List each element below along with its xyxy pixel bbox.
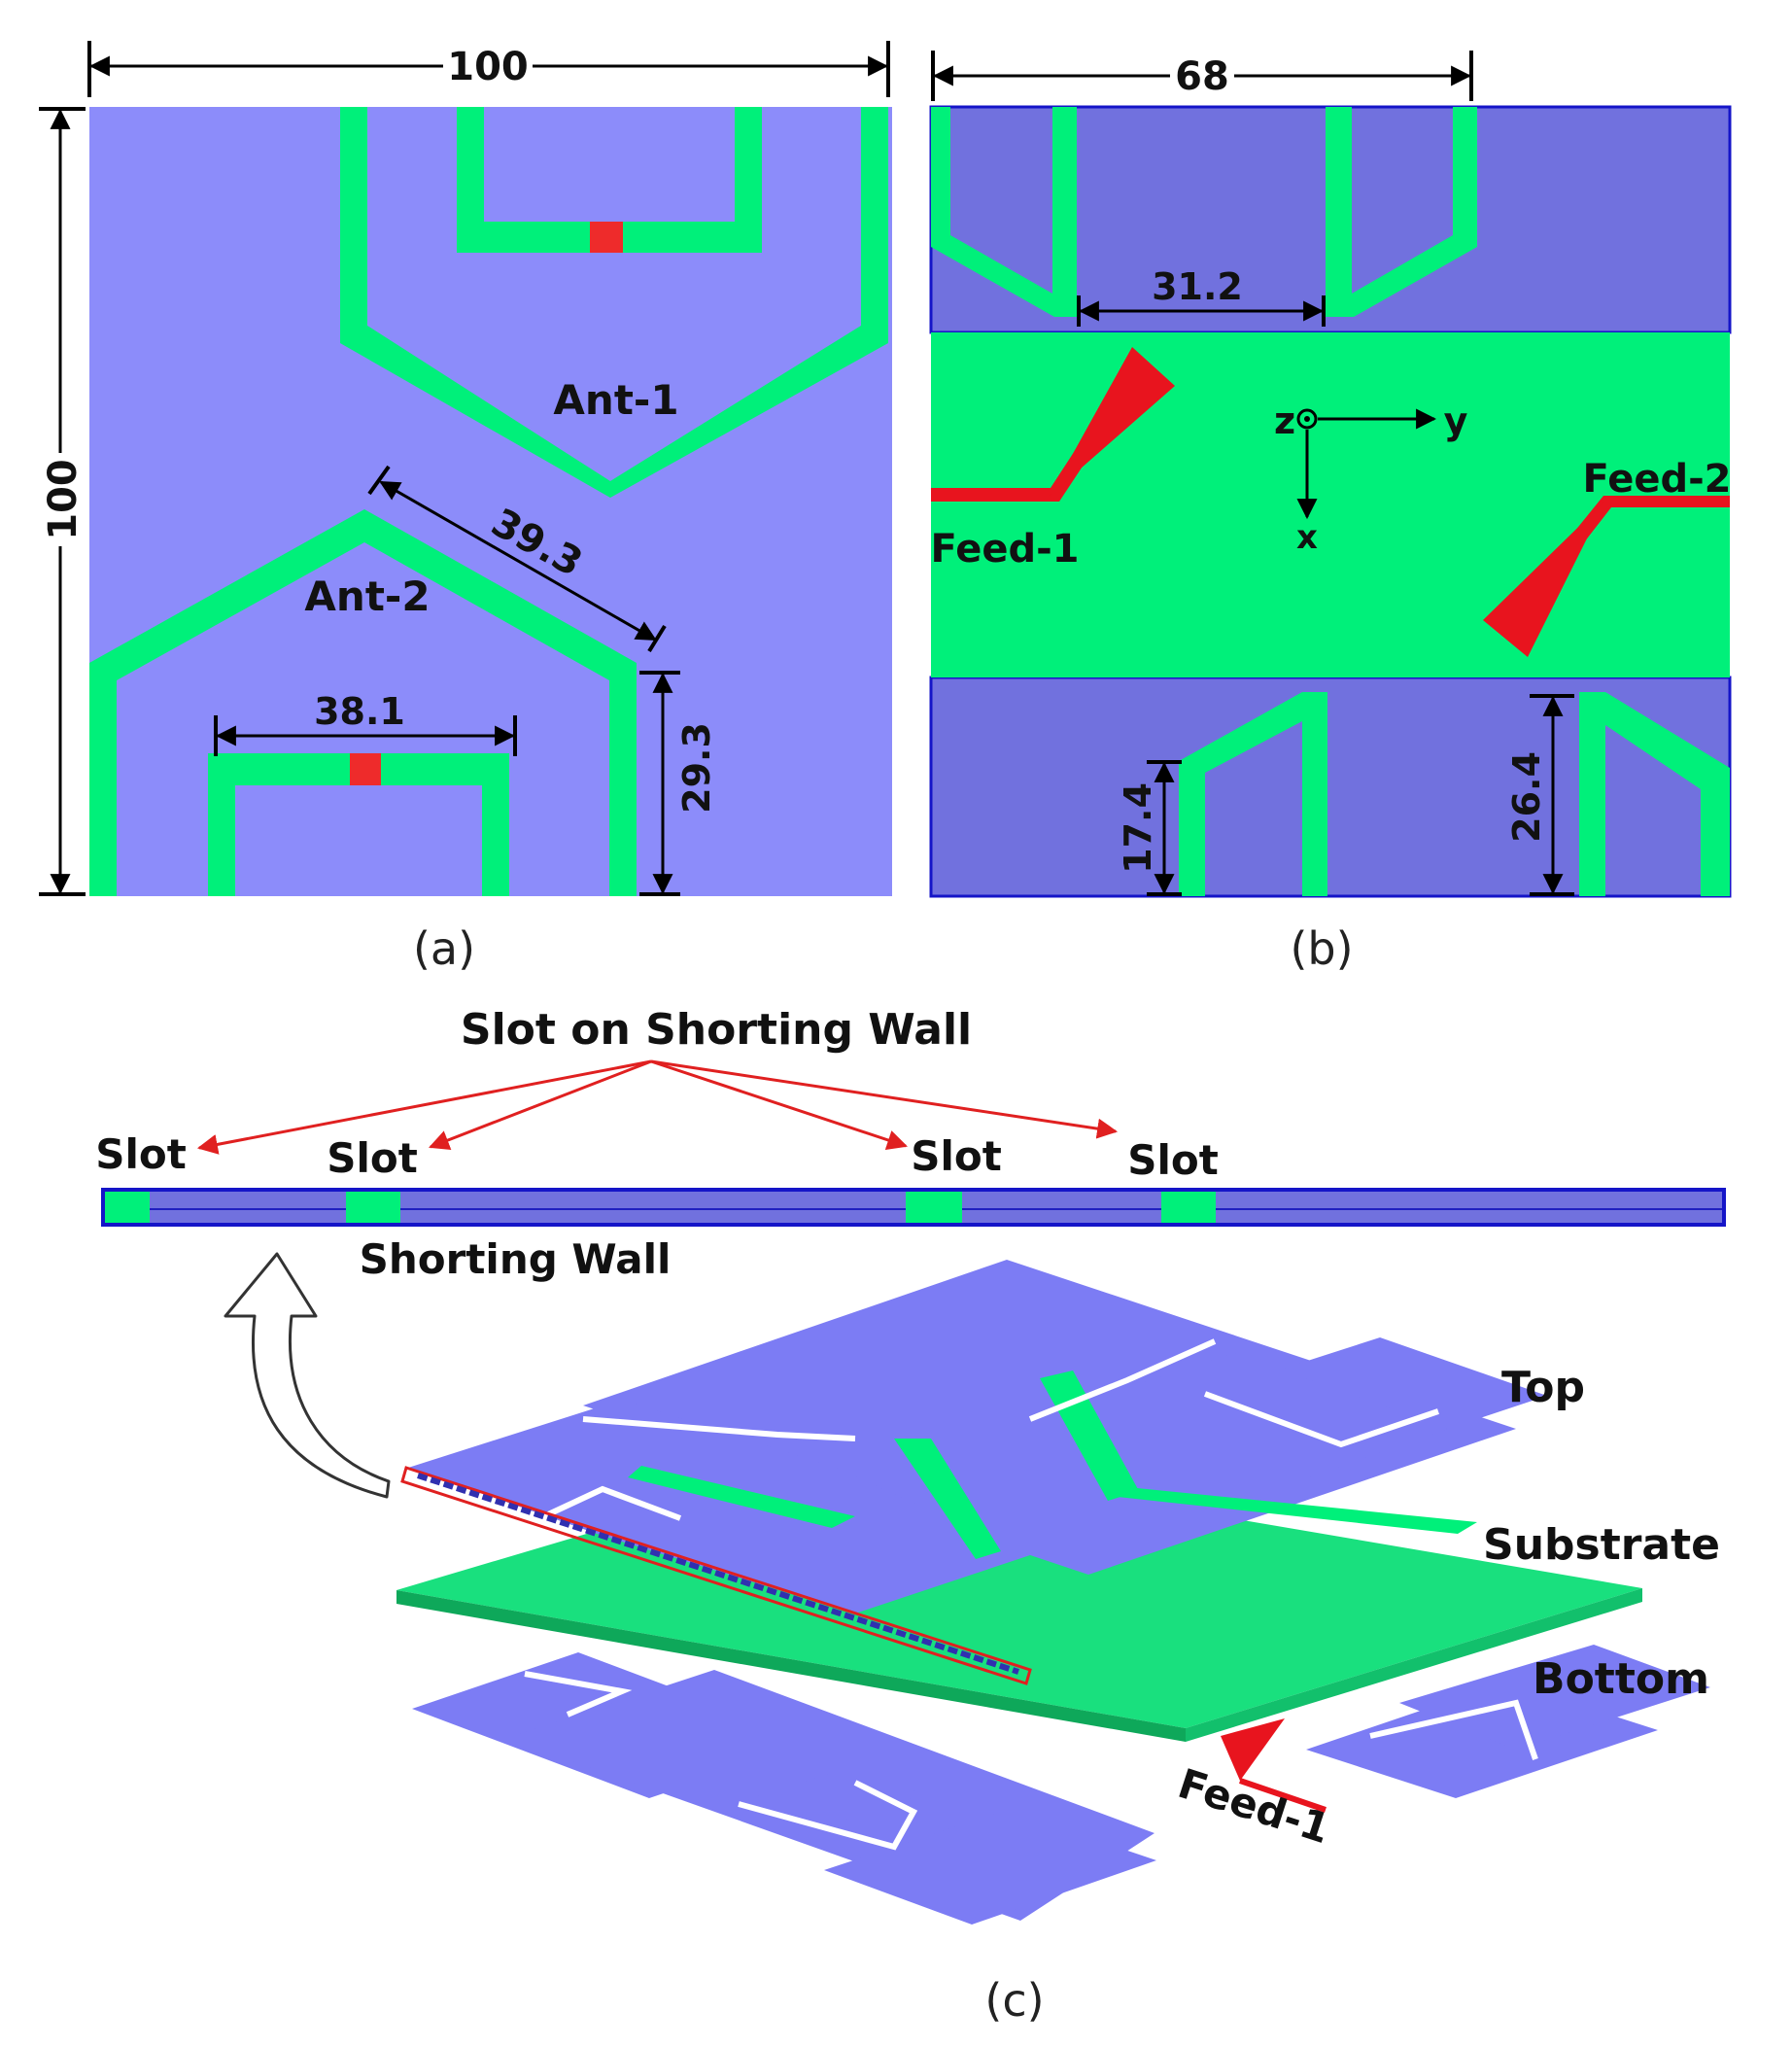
slot-label-1: Slot — [95, 1130, 187, 1178]
dim-a-height-right: 29.3 — [639, 671, 718, 896]
c-feed-line — [1239, 1778, 1327, 1813]
c-feed-taper — [1221, 1718, 1285, 1781]
label-feed1: Feed-1 — [930, 527, 1079, 572]
caption-a: (a) — [413, 922, 475, 975]
slot-label-3: Slot — [911, 1132, 1002, 1180]
ant1-pad — [590, 222, 623, 253]
label-layer-bottom: Bottom — [1533, 1654, 1709, 1704]
label-ant1: Ant-1 — [553, 376, 678, 424]
dim-b-left-h: 17.4 — [1117, 760, 1182, 896]
b-bottom-trace-left — [1179, 692, 1327, 896]
ant1-trace — [340, 107, 888, 498]
label-ant2: Ant-2 — [304, 572, 430, 620]
dim-b-width: 68 — [931, 51, 1473, 101]
slot-label-4: Slot — [1127, 1136, 1219, 1184]
caption-c: (c) — [984, 1974, 1044, 2027]
shorting-wall-strip — [101, 1188, 1726, 1227]
wall-slot-1 — [105, 1192, 150, 1223]
dim-b-left-h-label: 17.4 — [1117, 782, 1159, 874]
dim-b-width-label: 68 — [1175, 54, 1229, 99]
slot-label-2: Slot — [327, 1134, 418, 1182]
panel-c: Slot on Shorting Wall Slot Slot Slot Slo… — [95, 1005, 1726, 2027]
callout-arrows — [196, 1059, 1119, 1155]
coordinate-axes: z y x — [1274, 399, 1468, 557]
top-green-trace-1 — [628, 1466, 855, 1528]
axis-z-label: z — [1274, 399, 1295, 442]
label-c-feed: Feed-1 — [1172, 1759, 1335, 1853]
dim-b-gap: 31.2 — [1077, 265, 1326, 327]
b-top-trace-right — [1326, 107, 1477, 317]
curved-arrow-icon — [224, 1252, 391, 1499]
dim-b-gap-label: 31.2 — [1152, 265, 1243, 308]
dim-a-loop-label: 38.1 — [314, 690, 405, 733]
ant2-pad — [350, 753, 381, 785]
axis-y-label: y — [1444, 399, 1468, 442]
wall-slot-2 — [346, 1192, 400, 1223]
b-feed2-taper — [1483, 500, 1606, 657]
dim-a-height-label: 100 — [41, 459, 86, 540]
dim-b-right-h-label: 26.4 — [1505, 751, 1548, 843]
b-bottom-trace-right — [1579, 692, 1730, 896]
label-layer-top: Top — [1501, 1363, 1585, 1412]
top-layer — [408, 1260, 1547, 1613]
bottom-layer — [412, 1645, 1710, 1925]
wall-slot-3 — [906, 1192, 962, 1223]
wall-slot-4 — [1161, 1192, 1216, 1223]
b-top-trace-left — [931, 107, 1077, 317]
b-feed1-taper — [1050, 347, 1175, 496]
dim-a-height-right-label: 29.3 — [675, 722, 718, 814]
label-feed2: Feed-2 — [1582, 457, 1731, 502]
dim-a-width-label: 100 — [447, 45, 529, 89]
label-shorting-wall: Shorting Wall — [360, 1235, 672, 1283]
panel-a: 100 100 39.3 38.1 29.3 Ant-1 An — [39, 41, 892, 975]
label-layer-substrate: Substrate — [1483, 1520, 1720, 1570]
top-green-trace-2 — [894, 1439, 1001, 1559]
caption-b: (b) — [1290, 922, 1353, 975]
top-green-trace-4 — [1118, 1487, 1477, 1534]
axis-x-label: x — [1296, 518, 1318, 557]
dim-a-loop: 38.1 — [214, 690, 517, 756]
panel-b: z y x 68 31.2 17.4 26.4 — [929, 51, 1732, 975]
dim-b-right-h: 26.4 — [1505, 694, 1574, 896]
dim-a-width: 100 — [87, 41, 890, 97]
callout-title: Slot on Shorting Wall — [461, 1005, 972, 1055]
highlighted-wall-edge — [400, 1466, 1032, 1685]
dim-a-height: 100 — [39, 107, 86, 896]
